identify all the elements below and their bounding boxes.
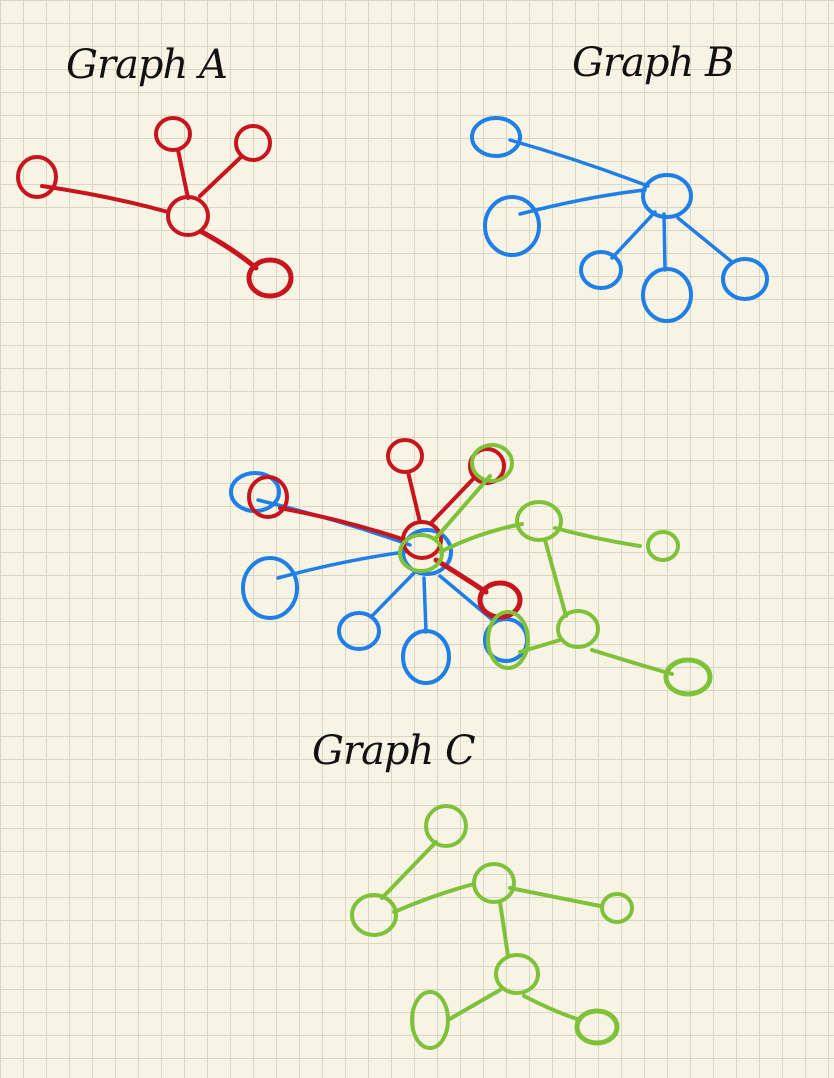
graph-a-edge — [199, 229, 259, 271]
overlay-node — [556, 609, 600, 649]
overlay-graph — [229, 438, 713, 697]
overlay-edge — [438, 522, 524, 554]
graph-b-edge — [518, 188, 647, 216]
overlay-edge — [422, 576, 428, 634]
graph-b-node — [579, 250, 623, 290]
graph-b — [470, 116, 769, 323]
graph-a-edge — [40, 184, 170, 214]
graph-c-node — [574, 1008, 620, 1046]
graph-a-node — [166, 195, 210, 237]
graph-b-node — [470, 116, 522, 158]
graph-b-edge — [610, 210, 657, 260]
graph-c-node — [424, 804, 468, 848]
overlay-node — [477, 580, 523, 620]
overlay-node — [663, 657, 713, 697]
graph-a-edge — [176, 148, 190, 200]
overlay-edge — [543, 538, 568, 618]
overlay-node — [470, 443, 514, 483]
overlay-blue-layer — [229, 471, 529, 685]
overlay-node — [241, 556, 299, 620]
overlay-node — [401, 629, 451, 685]
overlay-edge — [433, 557, 489, 595]
graph-a-node — [246, 257, 294, 299]
graph-b-edge — [662, 212, 667, 272]
graph-c-node — [600, 892, 634, 924]
overlay-edge — [278, 506, 407, 542]
overlay-edge — [370, 570, 417, 618]
graph-a-node — [154, 116, 192, 152]
graph-c — [350, 804, 634, 1050]
overlay-node — [468, 447, 506, 485]
graph-c-edge — [392, 882, 476, 914]
overlay-node — [646, 530, 680, 562]
overlay-edge — [276, 550, 407, 580]
overlay-red-layer — [247, 438, 523, 620]
graph-c-node — [350, 893, 398, 937]
graph-b-edge — [676, 216, 734, 264]
graph-a-node — [16, 155, 58, 199]
graph-b-node — [721, 257, 769, 301]
graph-a-node — [234, 124, 272, 162]
graph-b-node — [483, 195, 541, 257]
graph-c-node — [494, 953, 540, 995]
overlay-node — [401, 520, 443, 560]
graph-a-edge — [198, 156, 242, 198]
graph-a — [16, 116, 294, 299]
graph-b-node — [641, 267, 693, 323]
overlay-node — [337, 611, 381, 651]
overlay-green-layer — [398, 443, 713, 697]
overlay-node — [486, 610, 530, 670]
graph-b-edge — [508, 138, 650, 188]
graph-c-edge — [508, 886, 602, 908]
graph-c-label: Graph C — [312, 728, 476, 774]
graph-b-label: Graph B — [572, 40, 734, 86]
overlay-edge — [553, 526, 642, 548]
overlay-edge — [434, 474, 492, 540]
graph-c-edge — [522, 994, 582, 1022]
overlay-edge — [406, 470, 422, 524]
graph-c-node — [472, 862, 516, 904]
graph-c-edge — [446, 988, 502, 1022]
graph-c-edge — [380, 840, 438, 900]
graph-b-node — [641, 173, 693, 219]
overlay-node — [398, 533, 444, 573]
graph-c-node — [410, 990, 450, 1050]
overlay-edge — [590, 648, 674, 676]
overlay-node — [247, 475, 289, 519]
graph-c-edge — [498, 900, 510, 958]
overlay-node — [401, 528, 453, 576]
overlay-node — [386, 438, 424, 474]
graph-a-label: Graph A — [66, 42, 228, 88]
overlay-edge — [430, 474, 478, 524]
overlay-node — [515, 500, 563, 542]
